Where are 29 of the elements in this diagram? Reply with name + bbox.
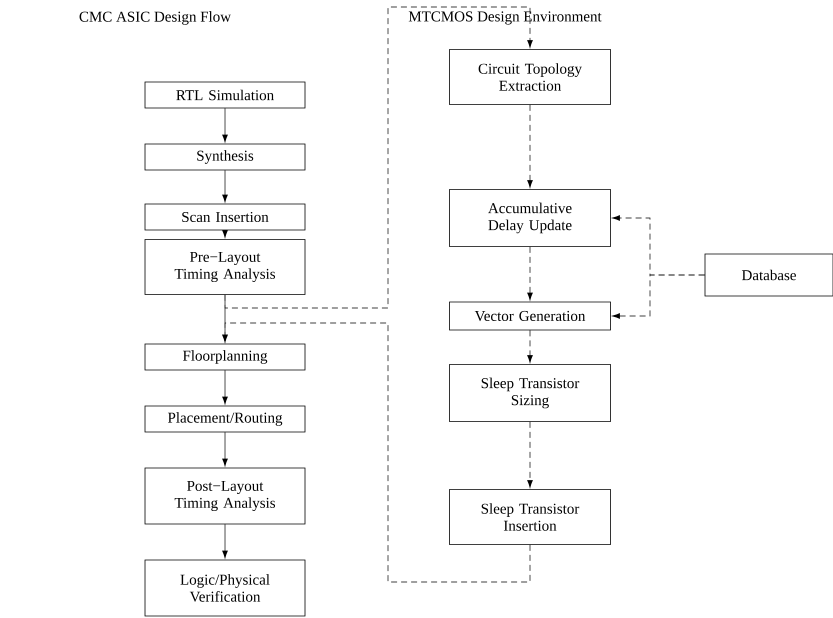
dashed-arrow — [527, 330, 533, 363]
process-box: Sleep Transistor Sizing — [449, 364, 611, 422]
arrow — [222, 108, 228, 142]
column-heading: MTCMOS Design Environment — [408, 11, 602, 25]
dashed-arrow — [527, 246, 533, 300]
process-box: Floorplanning — [144, 344, 306, 370]
column-heading: CMC ASIC Design Flow — [80, 11, 231, 25]
database-box: Database — [704, 254, 833, 296]
dashed-arrow — [222, 322, 530, 582]
process-box: Pre−Layout Timing Analysis — [144, 239, 306, 295]
dashed-arrow — [527, 104, 533, 188]
process-box: Accumulative Delay Update — [449, 189, 611, 247]
process-box: Circuit Topology Extraction — [449, 49, 611, 105]
process-box: Vector Generation — [449, 302, 611, 330]
process-box: Post−Layout Timing Analysis — [144, 468, 306, 524]
process-box: Synthesis — [144, 144, 306, 170]
dashed-arrow — [527, 422, 533, 488]
arrow — [222, 230, 228, 238]
process-box: Logic/Physical Verification — [144, 560, 306, 616]
dashed-arrow — [612, 274, 705, 319]
dashed-arrow — [224, 6, 533, 308]
process-box: Scan Insertion — [144, 204, 306, 230]
arrow — [222, 432, 228, 466]
process-box: RTL Simulation — [144, 82, 306, 108]
process-box: Placement/Routing — [144, 406, 306, 432]
arrow — [222, 170, 228, 202]
process-box: Sleep Transistor Insertion — [449, 489, 611, 545]
arrow — [222, 524, 228, 558]
arrow — [222, 370, 228, 404]
